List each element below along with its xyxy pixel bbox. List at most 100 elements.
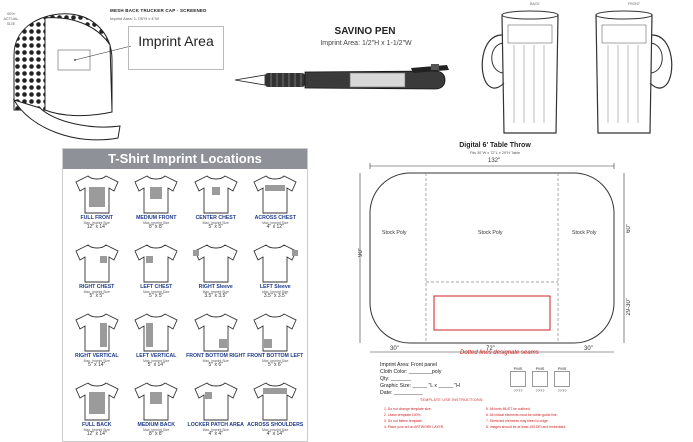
throw-width-total: 132" (488, 158, 501, 164)
tshirt-icon (75, 244, 119, 283)
tshirt-location-item: FULL FRONT Max. Imprint Size 12" x 14" (67, 173, 127, 240)
tshirt-icon (194, 313, 238, 352)
trucker-cap-section: 60% ACTUAL SIZE MESH BACK TRUCKER CAP - … (0, 0, 230, 150)
throw-right-width: 30" (584, 346, 593, 352)
pms-swatches: PMS ???? PMS ???? PMS ???? (510, 366, 570, 393)
pms-swatch: PMS ???? (554, 366, 570, 393)
tshirt-location-size: 5" x 5" (208, 224, 223, 230)
cap-imprint-label: Imprint Area (138, 33, 214, 49)
instructions-heading: TEMPLATE USE INSTRUCTIONS: (420, 398, 484, 402)
tshirt-location-item: RIGHT Sleeve Max. Imprint Size 3.5" x 3.… (186, 242, 246, 309)
mug-front-illustration (595, 10, 673, 134)
tshirt-size-caption: Max. Imprint Size (143, 290, 170, 294)
tshirt-location-size: 8" x 8" (149, 224, 164, 230)
throw-panel-right: Stock Poly (572, 230, 597, 236)
tshirt-size-caption: Max. Imprint Size (202, 221, 229, 225)
tshirt-location-item: RIGHT CHEST Max. Imprint Size 5" x 5" (67, 242, 127, 309)
pen-imprint-size: Imprint Area: 1/2"H x 1-1/2"W (320, 40, 412, 47)
throw-panel-left: Stock Poly (382, 230, 407, 236)
pen-illustration (235, 64, 449, 90)
tshirt-size-caption: Max. Imprint Size (143, 428, 170, 432)
cap-scale-note: 60% ACTUAL SIZE (3, 12, 19, 26)
tshirt-location-size: 3.5" x 3.5" (263, 293, 287, 299)
tshirt-location-label: MEDIUM BACK (137, 422, 175, 428)
tshirt-icon (75, 382, 119, 421)
tshirt-location-item: ACROSS SHOULDERS Max. Imprint Size 4" x … (246, 380, 306, 442)
tshirt-location-label: LEFT VERTICAL (136, 353, 177, 359)
pms-label: PMS (513, 366, 523, 371)
throw-height-top: 60" (626, 224, 632, 233)
tshirt-location-item: LEFT CHEST Max. Imprint Size 5" x 5" (127, 242, 187, 309)
throw-left-width: 30" (390, 346, 399, 352)
pms-swatch: PMS ???? (532, 366, 548, 393)
tshirt-icon (253, 175, 297, 214)
tshirt-size-caption: Max. Imprint Size (143, 221, 170, 225)
pms-color-box (532, 371, 548, 387)
tshirt-size-caption: Max. Imprint Size (83, 359, 110, 363)
tshirt-location-item: FRONT BOTTOM LEFT Max. Imprint Size 5" x… (246, 311, 306, 378)
tshirt-location-item: FULL BACK Max. Imprint Size 12" x 14" (67, 380, 127, 442)
tshirt-location-item: FRONT BOTTOM RIGHT Max. Imprint Size 5" … (186, 311, 246, 378)
tshirt-grid: FULL FRONT Max. Imprint Size 12" x 14" M… (67, 173, 305, 442)
cap-imprint-box: Imprint Area (128, 26, 224, 70)
instruction-item: 3. Do not flatten template. (384, 419, 423, 423)
tshirt-size-caption: Max. Imprint Size (202, 428, 229, 432)
pen-section: SAVINO PEN Imprint Area: 1/2"H x 1-1/2"W (235, 20, 455, 100)
tshirt-location-label: LEFT Sleeve (259, 284, 291, 290)
pms-label: PMS (535, 366, 545, 371)
throw-panel-mid: Stock Poly (478, 230, 503, 236)
pms-value: ???? (513, 388, 523, 393)
tshirt-location-item: LEFT VERTICAL Max. Imprint Size 5" x 14" (127, 311, 187, 378)
tshirt-location-label: RIGHT CHEST (79, 284, 115, 290)
tshirt-size-caption: Max. Imprint Size (202, 359, 229, 363)
throw-subtitle: Fits 30"W x 72"L x 29"H Table (469, 151, 521, 155)
imprint-pointer-line (75, 45, 132, 61)
tshirt-location-label: FRONT BOTTOM LEFT (247, 353, 304, 359)
tshirt-icon (194, 175, 238, 214)
tshirt-icon (75, 313, 119, 352)
tshirt-location-label: MEDIUM FRONT (136, 215, 177, 221)
tshirt-location-label: LOCKER PATCH AREA (187, 422, 244, 428)
tshirt-icon (253, 313, 297, 352)
throw-diagram (359, 163, 625, 353)
order-form: Imprint Area: Front panel Cloth Color: _… (380, 362, 460, 397)
tshirt-imprint-panel: T-Shirt Imprint Locations FULL FRONT Max… (62, 148, 308, 442)
tshirt-location-item: MEDIUM BACK Max. Imprint Size 8" x 8" (127, 380, 187, 442)
throw-mid-width: 72" (486, 346, 495, 352)
instructions-left: 1. Do not change template size. 2. Leave… (384, 406, 444, 430)
tshirt-location-size: 12" x 14" (86, 224, 107, 230)
tshirt-location-label: FULL BACK (81, 422, 112, 428)
tshirt-location-label: ACROSS SHOULDERS (247, 422, 304, 428)
tshirt-icon (134, 382, 178, 421)
instruction-item: 2. Leave template 100%. (384, 413, 422, 417)
tshirt-location-size: 4" x 14" (266, 431, 284, 437)
tshirt-location-size: 5" x 6" (268, 362, 283, 368)
throw-title: Digital 6' Table Throw (459, 142, 531, 149)
form-date: Date: __________ (380, 390, 423, 396)
tshirt-location-label: FRONT BOTTOM RIGHT (186, 353, 246, 359)
tshirt-location-size: 5" x 6" (208, 362, 223, 368)
tshirt-size-caption: Max. Imprint Size (83, 290, 110, 294)
tshirt-location-size: 5" x 5" (149, 293, 164, 299)
mugs-section: BACK FRONT (478, 0, 693, 140)
tshirt-size-caption: Max. Imprint Size (143, 359, 170, 363)
instruction-item: 8. Images should be at least 150 DPI and… (486, 425, 567, 429)
mug-front-label: FRONT (628, 2, 641, 6)
form-imprint-area: Imprint Area: Front panel (380, 362, 438, 368)
tshirt-location-size: 4" x 4" (208, 431, 223, 437)
throw-height-bottom: 29-30" (626, 298, 632, 316)
tshirt-location-item: RIGHT VERTICAL Max. Imprint Size 5" x 14… (67, 311, 127, 378)
tshirt-location-item: CENTER CHEST Max. Imprint Size 5" x 5" (186, 173, 246, 240)
mug-back-label: BACK (530, 2, 540, 6)
instructions-right: 5. All fonts MUST be outlined. 6. All cr… (486, 406, 566, 430)
tshirt-icon (75, 175, 119, 214)
form-cloth-color: Cloth Color: ________poly (380, 369, 442, 375)
pms-swatch: PMS ???? (510, 366, 526, 393)
tshirt-location-size: 4" x 12" (266, 224, 284, 230)
throw-height-total: 90" (358, 248, 364, 257)
tshirt-location-item: ACROSS CHEST Max. Imprint Size 4" x 12" (246, 173, 306, 240)
tshirt-size-caption: Max. Imprint Size (83, 221, 110, 225)
tshirt-location-item: LOCKER PATCH AREA Max. Imprint Size 4" x… (186, 380, 246, 442)
cap-imprint-size: Imprint Area: 1-7/8"H x 4"W (110, 16, 159, 21)
tshirt-location-size: 5" x 5" (89, 293, 104, 299)
